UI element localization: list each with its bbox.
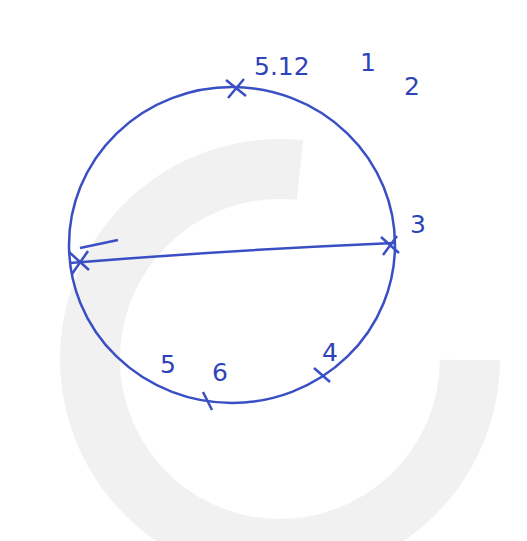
tick-mark: [203, 392, 212, 410]
cross-marks: [69, 79, 399, 410]
point-label: 6: [212, 360, 228, 385]
point-label: 1: [360, 50, 376, 75]
watermark-shape: [90, 169, 470, 541]
cross-mark: [226, 79, 246, 98]
cross-mark: [381, 236, 399, 255]
point-label: 3: [410, 212, 426, 237]
point-label: 4: [322, 340, 338, 365]
cross-mark: [69, 240, 118, 274]
point-label: 5: [160, 352, 176, 377]
chord-line: [70, 243, 394, 263]
hand-drawn-circle: [69, 87, 395, 403]
point-label: 2: [404, 74, 420, 99]
point-label: 5.12: [254, 54, 310, 79]
tick-mark: [314, 368, 330, 382]
